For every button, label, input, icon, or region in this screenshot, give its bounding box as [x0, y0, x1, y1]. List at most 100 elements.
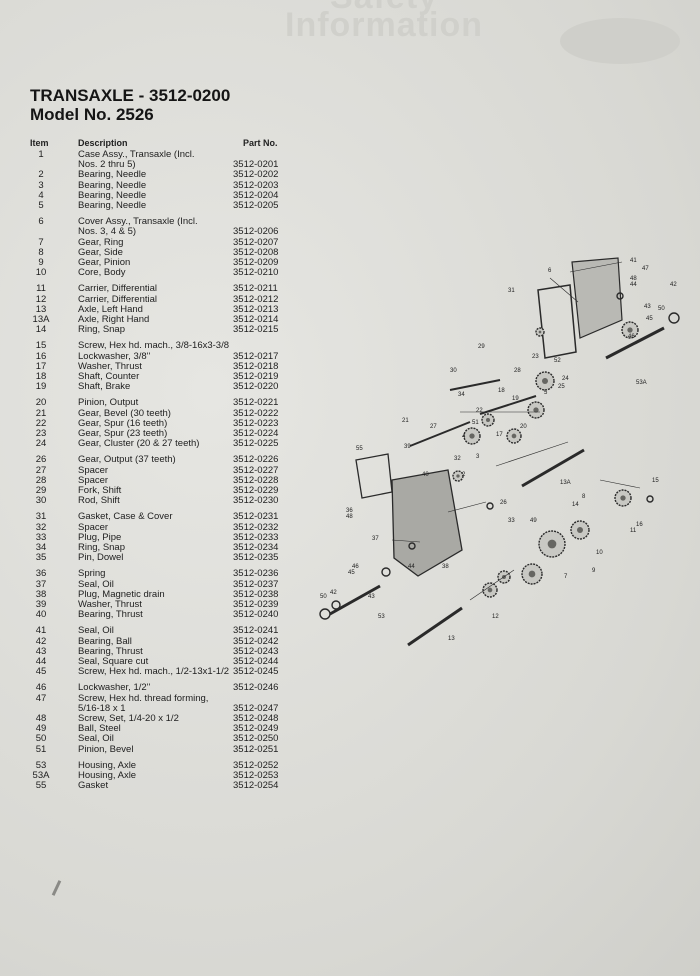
callout-label: 43 [368, 594, 375, 600]
callout-label: 25 [558, 384, 565, 390]
item-description: Carrier, Differential [78, 293, 158, 305]
part-number: 3512-0227 [233, 464, 279, 476]
item-number: 37 [35, 578, 47, 590]
part-number: 3512-0218 [233, 360, 279, 372]
bleed-through-text-2: Information [285, 6, 483, 44]
part-number: 3512-0250 [233, 733, 279, 745]
item-description: Ball, Steel [78, 723, 121, 735]
item-description: Fork, Shift [78, 485, 122, 496]
callout-label: 47 [642, 266, 649, 272]
part-number: 3512-0224 [233, 428, 279, 439]
item-description: Lockwasher, 3/8'' [78, 350, 151, 362]
item-description: Plug, Magnetic drain [78, 588, 165, 600]
item-number: 41 [35, 625, 47, 637]
callout-label: 45 [348, 570, 355, 576]
leader-line-5 [447, 501, 487, 513]
callout-label: 48 [630, 276, 637, 282]
item-description: Bearing, Needle [78, 179, 147, 191]
item-number: 30 [35, 495, 47, 507]
item-number: 16 [35, 350, 47, 362]
callout-label: 36 [346, 508, 353, 514]
item-description: Gear, Bevel (30 teeth) [78, 407, 171, 419]
callout-label: 28 [514, 368, 521, 374]
part-number: 3512-0211 [233, 283, 278, 295]
seal-4 [381, 567, 391, 577]
callout-label: 12 [492, 614, 499, 620]
callout-label: 53A [636, 380, 647, 386]
part-number: 3512-0210 [233, 267, 279, 279]
part-number: 3512-0230 [233, 495, 279, 507]
callout-label: 45 [646, 316, 653, 322]
part-number: 3512-0249 [233, 723, 279, 735]
item-description: Spacer [78, 521, 109, 533]
callout-label: 34 [458, 392, 465, 398]
leader-line-2 [549, 277, 579, 303]
item-description: Spring [78, 568, 106, 580]
part-number: 3512-0247 [233, 702, 279, 714]
part-number: 3512-0207 [233, 236, 279, 248]
callout-label: 10 [596, 550, 603, 556]
item-number: 23 [35, 428, 47, 439]
item-number: 53A [32, 770, 50, 781]
item-description: Washer, Thrust [78, 360, 142, 372]
item-description: Rod, Shift [78, 495, 120, 507]
gear-hub-2 [533, 407, 539, 413]
part-number: 3512-0221 [233, 397, 279, 409]
item-number: 44 [35, 656, 47, 667]
document-title: TRANSAXLE - 3512-0200 Model No. 2526 [30, 86, 230, 124]
cover-assembly [571, 257, 623, 339]
item-number: 49 [35, 723, 47, 735]
callout-label: 11 [630, 528, 637, 534]
item-number: 29 [35, 485, 47, 496]
item-number: 8 [38, 246, 44, 258]
part-number: 3512-0233 [233, 531, 279, 543]
item-description: Gear, Spur (23 teeth) [78, 428, 168, 439]
part-number: 3512-0225 [233, 438, 279, 450]
item-description: Pinion, Output [78, 397, 139, 409]
gear-hub-4 [469, 433, 475, 439]
callout-label: 30 [450, 368, 457, 374]
item-description: Screw, Hex hd. mach., 3/8-16x3-3/8 [78, 340, 230, 352]
item-description: Seal, Oil [78, 733, 114, 745]
callout-label: 40 [422, 472, 429, 478]
seal-7 [486, 502, 494, 510]
item-number: 1 [38, 149, 44, 160]
axle-housing-right [605, 326, 665, 360]
item-number: 15 [35, 340, 47, 352]
callout-label: 32 [454, 456, 461, 462]
brake-shaft [409, 421, 471, 447]
gear-hub-1 [542, 378, 548, 384]
item-description: Seal, Oil [78, 578, 114, 590]
gear-hub-11 [620, 495, 626, 501]
item-number: 17 [35, 360, 47, 372]
part-number: 3512-0219 [233, 371, 279, 382]
column-header-description: Description [78, 138, 128, 148]
callout-label: 6 [548, 268, 552, 274]
item-number: 53 [35, 759, 47, 771]
item-description: Gear, Ring [78, 236, 124, 248]
shift-rod [449, 379, 501, 391]
part-number: 3512-0235 [233, 552, 279, 564]
item-description: Bearing, Thrust [78, 609, 143, 621]
callout-label: 44 [408, 564, 415, 570]
callout-label: 46 [628, 334, 635, 340]
seal-6 [616, 292, 624, 300]
item-number: 45 [35, 666, 47, 678]
case-assembly [391, 469, 463, 577]
part-number: 3512-0208 [233, 246, 279, 258]
item-description: Seal, Square cut [78, 656, 149, 667]
callout-label: 37 [372, 536, 379, 542]
part-number: 3512-0209 [233, 257, 279, 268]
callout-label: 51 [472, 420, 479, 426]
axle-left-hand [407, 606, 463, 647]
item-number: 50 [35, 733, 47, 745]
item-description: Screw, Hex hd. thread forming, [78, 692, 209, 704]
item-number: 14 [35, 324, 47, 336]
part-number: 3512-0223 [233, 417, 279, 429]
item-number: 51 [35, 743, 47, 755]
gear-hub-5 [486, 418, 490, 422]
item-number: 24 [35, 438, 47, 450]
item-number: 10 [35, 267, 47, 279]
item-description: Pinion, Bevel [78, 743, 134, 755]
